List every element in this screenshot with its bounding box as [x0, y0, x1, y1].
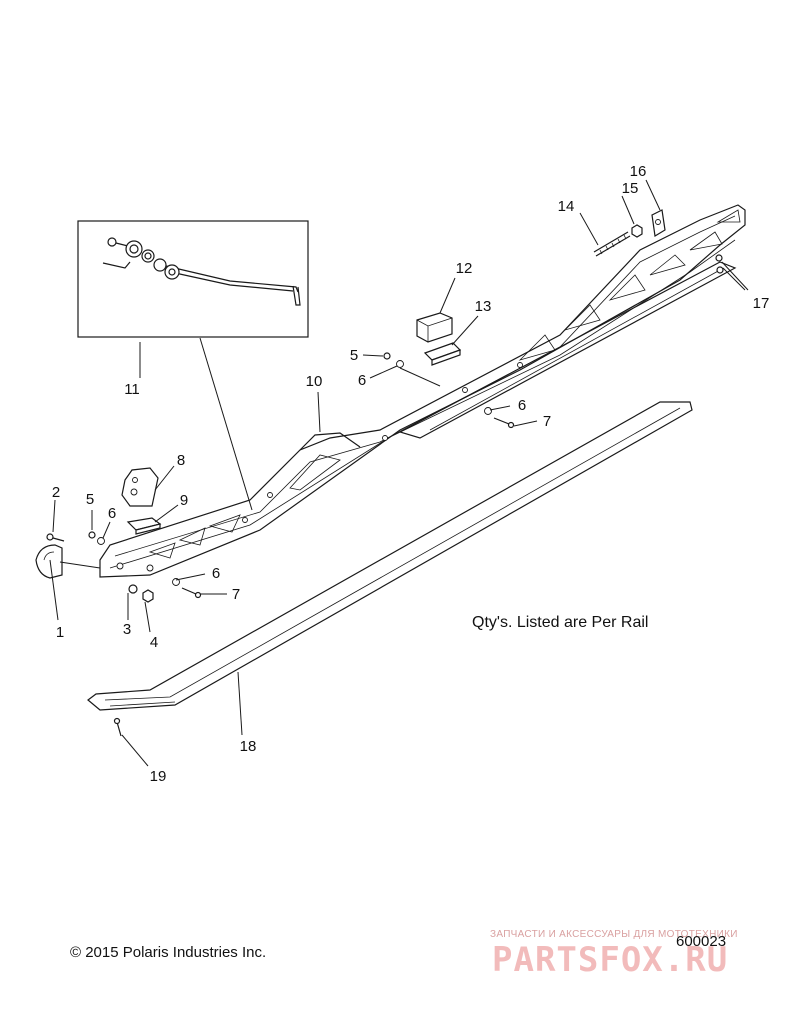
- leader-lines: [49, 179, 749, 767]
- quantity-note: Qty's. Listed are Per Rail: [472, 614, 648, 631]
- callout-6-d: 6: [518, 397, 526, 414]
- callout-7-lower: 7: [232, 586, 240, 603]
- part-12-block: [416, 312, 453, 343]
- callout-10: 10: [306, 373, 323, 390]
- part-9-clip: [126, 517, 162, 535]
- callout-19: 19: [150, 768, 167, 785]
- callout-12: 12: [456, 260, 473, 277]
- part-16-bracket: [651, 209, 666, 237]
- callout-2: 2: [52, 484, 60, 501]
- part-2-bolt: [46, 533, 65, 542]
- callout-9: 9: [180, 492, 188, 509]
- part-15-nut: [631, 224, 643, 238]
- callout-13: 13: [475, 298, 492, 315]
- part-7-bolt-lower: [181, 587, 202, 599]
- callout-6-b: 6: [212, 565, 220, 582]
- part-5-nut-upper: [383, 352, 391, 360]
- part-6-washer-d: [484, 407, 492, 415]
- part-6-washer-a: [97, 537, 105, 545]
- callouts: 1 2 3 4 5 5 6 6 6 6 7 7 8 9 10 11 12 13 …: [52, 163, 770, 785]
- callout-6-c: 6: [358, 372, 366, 389]
- part-17-fastener-b: [716, 266, 724, 274]
- part-8-bracket: [121, 467, 159, 507]
- part-6-washer-c: [396, 360, 404, 368]
- part-17-fastener-a: [715, 254, 723, 262]
- part-19-bolt: [113, 717, 122, 737]
- watermark-tagline: ЗАПЧАСТИ И АКСЕССУАРЫ ДЛЯ МОТОТЕХНИКИ: [490, 929, 738, 940]
- part-13-clip: [423, 342, 462, 366]
- callout-5-front: 5: [86, 491, 94, 508]
- callout-8: 8: [177, 452, 185, 469]
- part-1-front-block: [35, 544, 63, 579]
- callout-16: 16: [630, 163, 647, 180]
- watermark-logo: PARTSFOX.RU: [492, 940, 729, 980]
- callout-17: 17: [753, 295, 770, 312]
- callout-15: 15: [622, 180, 639, 197]
- callout-4: 4: [150, 634, 158, 651]
- part-14-stud: [593, 231, 631, 257]
- part-7-bolt-upper: [493, 417, 515, 429]
- callout-14: 14: [558, 198, 575, 215]
- inset-box-part-11: [77, 220, 309, 338]
- callout-3: 3: [123, 621, 131, 638]
- callout-1: 1: [56, 624, 64, 641]
- drawing-number: 600023: [676, 933, 727, 950]
- callout-7-upper: 7: [543, 413, 551, 430]
- part-4-nut: [142, 589, 154, 603]
- part-5-nut-front: [88, 531, 96, 539]
- copyright-text: © 2015 Polaris Industries Inc.: [70, 944, 267, 961]
- inset-spring-rod: [102, 237, 301, 306]
- slide-part-18: [87, 401, 693, 711]
- callout-5-upper: 5: [350, 347, 358, 364]
- part-3-washer: [128, 584, 138, 594]
- callout-6-a: 6: [108, 505, 116, 522]
- callout-18: 18: [240, 738, 257, 755]
- upper-rail-part-10: [99, 204, 746, 578]
- part-6-washer-b: [172, 578, 180, 586]
- callout-11: 11: [124, 381, 140, 398]
